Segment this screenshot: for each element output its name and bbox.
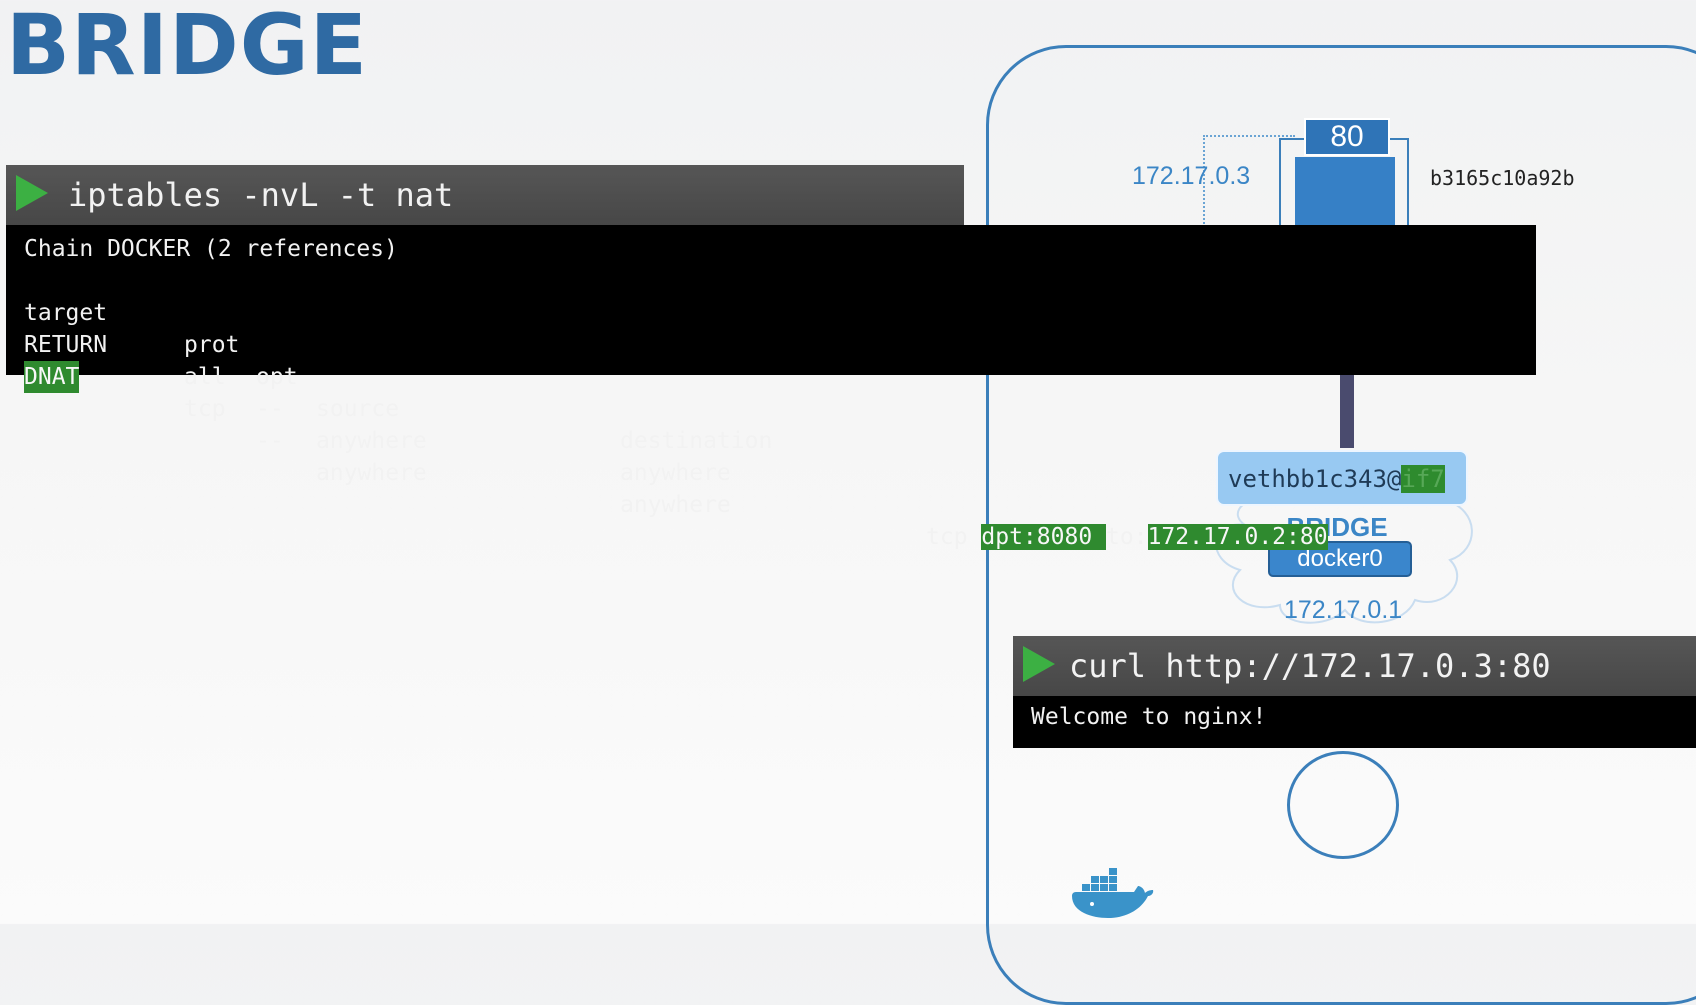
rule-source: anywhere xyxy=(316,428,427,454)
container-ip: 172.17.0.3 xyxy=(1132,162,1251,190)
iptables-command: iptables -nvL -t nat xyxy=(68,176,454,214)
rule-to-label: to: xyxy=(1106,524,1148,550)
rule-prot: all xyxy=(184,364,226,390)
curl-command-bar: curl http://172.17.0.3:80 xyxy=(1013,636,1696,696)
docker-whale-icon xyxy=(1072,868,1154,918)
column-header: destination xyxy=(620,428,773,454)
rule-destination: anywhere xyxy=(620,492,731,518)
host-interface-circle xyxy=(1287,751,1399,859)
rule-extra-proto: tcp xyxy=(926,524,982,550)
container-namespace-outline xyxy=(1203,135,1295,227)
rule-target: DNAT xyxy=(24,361,80,393)
bridge-ip: 172.17.0.1 xyxy=(1284,596,1403,624)
rule-opt: -- xyxy=(256,428,284,454)
curl-output-text: Welcome to nginx! xyxy=(1031,704,1267,730)
play-icon xyxy=(16,175,48,211)
veth-interface-box: vethbb1c343@if7 xyxy=(1216,450,1468,506)
container-port-badge: 80 xyxy=(1304,118,1390,156)
veth-interface-name: vethbb1c343@ xyxy=(1228,465,1402,493)
veth-peer-index: if7 xyxy=(1401,465,1445,493)
rule-source: anywhere xyxy=(316,460,427,486)
rule-destination: anywhere xyxy=(620,460,731,486)
column-header: opt xyxy=(256,364,298,390)
veth-link xyxy=(1340,372,1354,448)
rule-to-value: 172.17.0.2:80 xyxy=(1147,524,1328,550)
slide-title: BRIDGE xyxy=(6,0,369,94)
iptables-command-bar: iptables -nvL -t nat xyxy=(6,165,964,225)
chain-line: Chain DOCKER (2 references) xyxy=(24,236,398,262)
rule-prot: tcp xyxy=(184,396,226,422)
table-row: RETURN all -- anywhere anywhere xyxy=(24,297,1524,486)
table-row: DNAT tcp -- anywhere anywhere tcp dpt:80… xyxy=(24,329,1524,550)
curl-output: Welcome to nginx! xyxy=(1013,696,1696,748)
container-block xyxy=(1295,157,1395,227)
column-header: prot xyxy=(184,332,240,358)
rule-target: RETURN xyxy=(24,332,108,358)
iptables-output: Chain DOCKER (2 references) target prot … xyxy=(6,225,1536,550)
column-header: target xyxy=(24,300,108,326)
curl-command: curl http://172.17.0.3:80 xyxy=(1069,647,1551,685)
play-icon xyxy=(1023,646,1055,682)
table-header-row: target prot opt source destination xyxy=(24,265,1524,454)
rule-opt: -- xyxy=(256,396,284,422)
container-id: b3165c10a92b xyxy=(1430,166,1575,190)
rule-dpt: dpt:8080 xyxy=(981,524,1107,550)
rule-extra: tcp dpt:8080 to:172.17.0.2:80 xyxy=(926,521,1328,553)
column-header: source xyxy=(316,396,400,422)
